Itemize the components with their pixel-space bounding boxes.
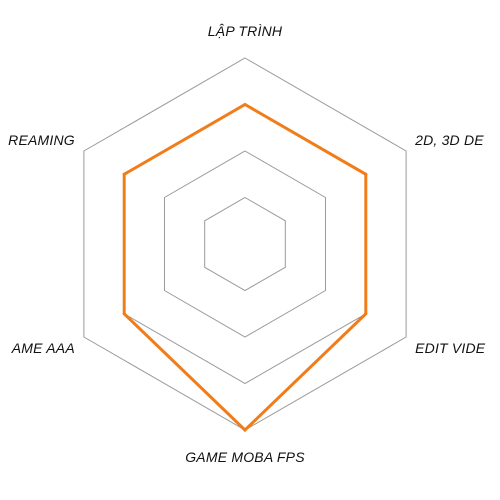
axis-label-2: EDIT VIDE — [415, 340, 486, 356]
data-point-3 — [243, 428, 247, 432]
axis-label-layer: LẬP TRÌNH 2D, 3D DE EDIT VIDE GAME MOBA FPS… — [8, 23, 486, 465]
axis-label-1: 2D, 3D DE — [414, 132, 484, 148]
axis-label-5: REAMING — [8, 132, 75, 148]
grid-layer — [83, 57, 407, 431]
data-point-1 — [364, 172, 368, 176]
data-point-0 — [243, 103, 247, 106]
data-point-4 — [122, 312, 126, 316]
axis-label-0: LẬP TRÌNH — [208, 23, 283, 39]
grid-ring-2 — [164, 150, 326, 338]
axis-label-4: AME AAA — [11, 340, 75, 356]
data-point-2 — [364, 312, 368, 316]
grid-ring-1 — [204, 196, 286, 292]
axis-label-3: GAME MOBA FPS — [185, 449, 305, 465]
grid-ring-3 — [123, 103, 367, 385]
data-point-5 — [122, 172, 126, 176]
grid-ring-4 — [83, 57, 407, 431]
series-layer — [122, 102, 368, 433]
